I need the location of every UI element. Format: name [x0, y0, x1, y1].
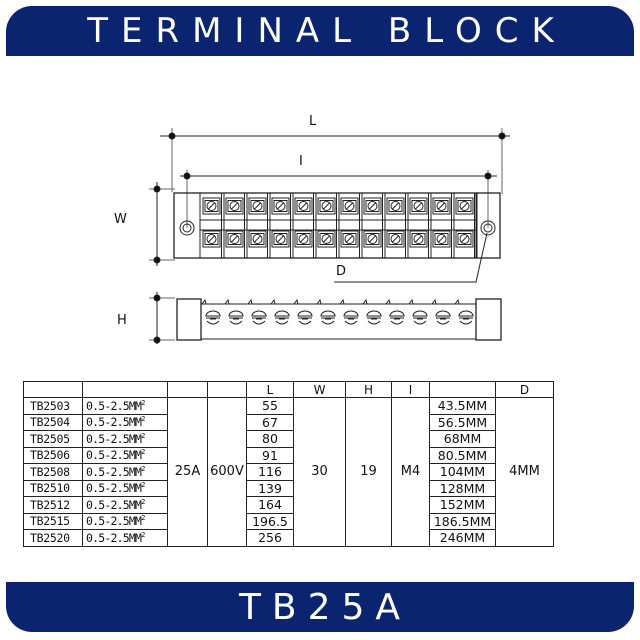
cell-hole-spacing: 128MM [429, 479, 496, 497]
cell-L: 80 [246, 430, 294, 448]
cell-hole-spacing: 43.5MM [429, 397, 496, 415]
cell-hole-spacing: 186.5MM [429, 512, 496, 530]
label-I: I [299, 154, 303, 169]
terminal-block-drawing [149, 128, 510, 344]
wire-value: 0.5-2.5MM [86, 415, 142, 430]
wire-superscript: 2 [141, 481, 145, 490]
model-name: TB25A [238, 586, 412, 628]
cell-model: TB2512 [23, 496, 83, 514]
block-top-view [173, 192, 501, 259]
wire-superscript: 2 [141, 514, 145, 523]
header-current [167, 381, 208, 398]
wire-superscript: 2 [141, 497, 145, 506]
wire-value: 0.5-2.5MM [86, 398, 142, 413]
model-banner: TB25A [6, 582, 634, 632]
wire-superscript: 2 [141, 431, 145, 440]
cell-wire-range: 0.5-2.5MM2 [82, 529, 168, 547]
cell-wire-range: 0.5-2.5MM2 [82, 496, 168, 514]
cell-L: 256 [246, 529, 294, 547]
wire-value: 0.5-2.5MM [86, 431, 142, 446]
title-banner: TERMINAL BLOCK [6, 6, 634, 56]
cell-hole-spacing: 56.5MM [429, 413, 496, 431]
header-W: W [293, 381, 346, 398]
header-voltage [207, 381, 247, 398]
cell-wire-range: 0.5-2.5MM2 [82, 446, 168, 464]
wire-superscript: 2 [141, 464, 145, 473]
dimension-L [160, 128, 510, 194]
wire-value: 0.5-2.5MM [86, 497, 142, 512]
header-wire [82, 381, 168, 398]
cell-hole-spacing: 68MM [429, 430, 496, 448]
cell-current: 25A [167, 397, 208, 547]
cell-D: 4MM [495, 397, 554, 547]
wire-value: 0.5-2.5MM [86, 514, 142, 529]
cell-L: 164 [246, 496, 294, 514]
cell-L: 139 [246, 479, 294, 497]
cell-wire-range: 0.5-2.5MM2 [82, 479, 168, 497]
cell-hole-spacing: 246MM [429, 529, 496, 547]
cell-L: 116 [246, 463, 294, 481]
label-W: W [114, 212, 127, 227]
wire-value: 0.5-2.5MM [86, 464, 142, 479]
wire-value: 0.5-2.5MM [86, 530, 142, 545]
block-side-view [176, 298, 502, 341]
cell-model: TB2510 [23, 479, 83, 497]
label-L: L [309, 114, 317, 129]
wire-superscript: 2 [141, 530, 145, 539]
cell-wire-range: 0.5-2.5MM2 [82, 512, 168, 530]
cell-H: 19 [345, 397, 392, 547]
dimension-D [334, 232, 488, 283]
cell-hole-spacing: 152MM [429, 496, 496, 514]
header-hole-spacing [429, 381, 496, 398]
cell-model: TB2504 [23, 413, 83, 431]
dimension-H [149, 292, 175, 344]
wire-superscript: 2 [141, 398, 145, 407]
label-H: H [117, 313, 127, 328]
header-H: H [345, 381, 392, 398]
dimension-W [149, 182, 175, 266]
header-D: D [495, 381, 554, 398]
cell-model: TB2506 [23, 446, 83, 464]
cell-L: 67 [246, 413, 294, 431]
cell-model: TB2508 [23, 463, 83, 481]
cell-L: 196.5 [246, 512, 294, 530]
page-title: TERMINAL BLOCK [87, 11, 567, 51]
table-header-row: L W H I D [23, 381, 554, 398]
cell-wire-range: 0.5-2.5MM2 [82, 397, 168, 415]
cell-I: M4 [391, 397, 430, 547]
cell-L: 55 [246, 397, 294, 415]
cell-model: TB2515 [23, 512, 83, 530]
wire-value: 0.5-2.5MM [86, 481, 142, 496]
cell-model: TB2503 [23, 397, 83, 415]
dimension-I [180, 170, 497, 228]
cell-voltage: 600V [207, 397, 247, 547]
cell-model: TB2505 [23, 430, 83, 448]
cell-hole-spacing: 80.5MM [429, 446, 496, 464]
label-D: D [336, 264, 347, 279]
cell-L: 91 [246, 446, 294, 464]
header-I: I [391, 381, 430, 398]
header-model [23, 381, 83, 398]
cell-wire-range: 0.5-2.5MM2 [82, 430, 168, 448]
wire-value: 0.5-2.5MM [86, 448, 142, 463]
cell-wire-range: 0.5-2.5MM2 [82, 463, 168, 481]
wire-superscript: 2 [141, 415, 145, 424]
cell-model: TB2520 [23, 529, 83, 547]
cell-hole-spacing: 104MM [429, 463, 496, 481]
wire-superscript: 2 [141, 448, 145, 457]
cell-W: 30 [293, 397, 346, 547]
cell-wire-range: 0.5-2.5MM2 [82, 413, 168, 431]
header-L: L [246, 381, 294, 398]
